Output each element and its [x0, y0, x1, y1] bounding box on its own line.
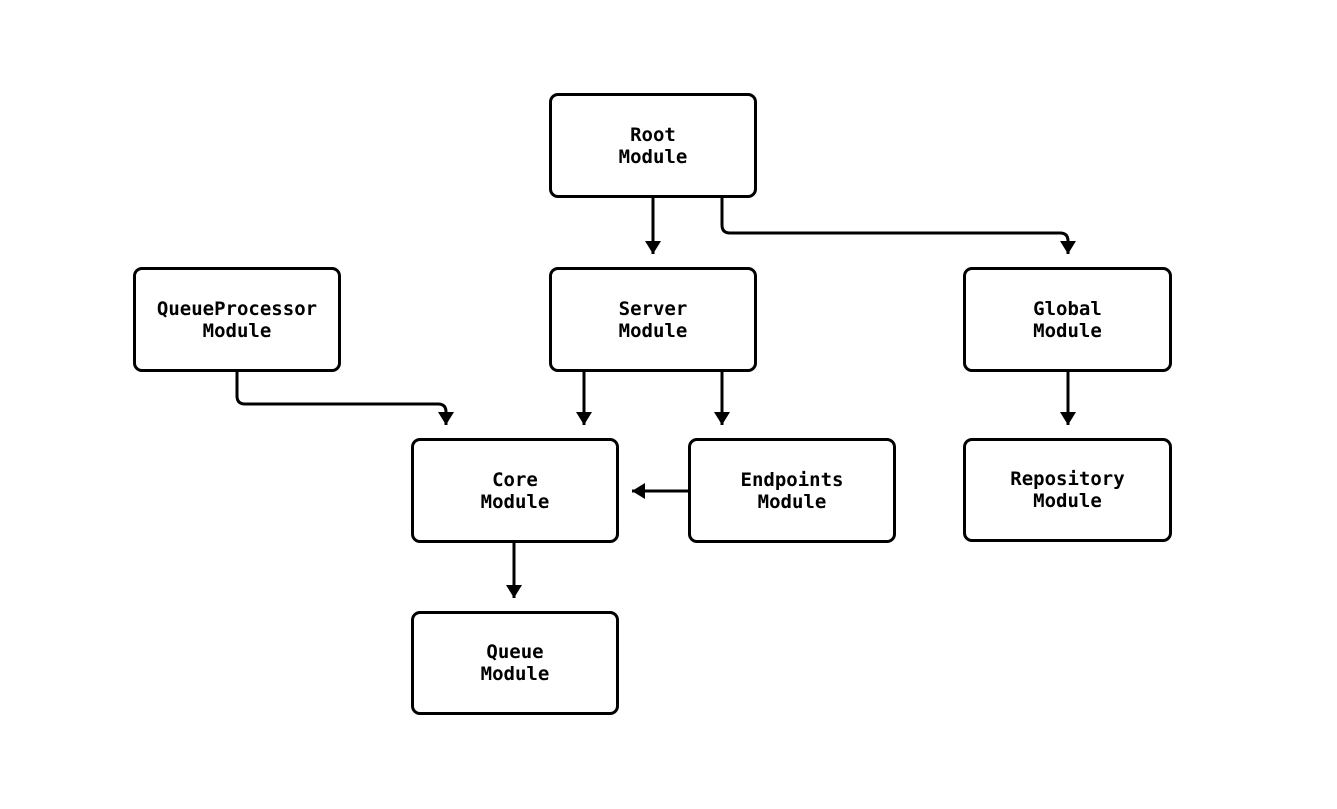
node-repository-module[interactable]: Repository Module	[963, 438, 1172, 542]
node-queue-module[interactable]: Queue Module	[411, 611, 619, 715]
edge-root-to-global	[720, 197, 1076, 254]
node-root-module[interactable]: Root Module	[549, 93, 757, 198]
node-core-module[interactable]: Core Module	[411, 438, 619, 543]
node-queueprocessor-module[interactable]: QueueProcessor Module	[133, 267, 341, 372]
edge-queueprocessor-to-core	[235, 371, 454, 425]
node-endpoints-module[interactable]: Endpoints Module	[688, 438, 896, 543]
node-global-module[interactable]: Global Module	[963, 267, 1172, 372]
node-server-module[interactable]: Server Module	[549, 267, 757, 372]
